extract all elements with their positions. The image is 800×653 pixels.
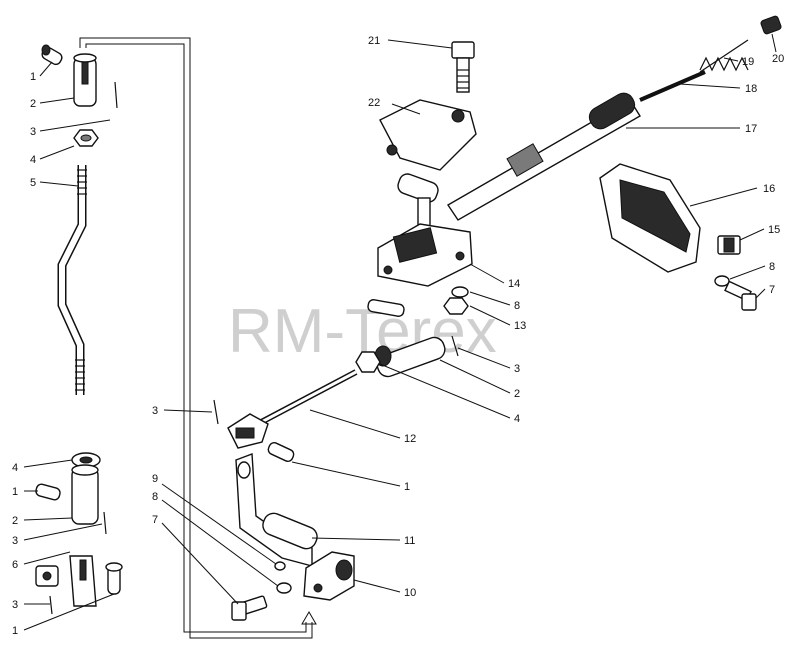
part-1-pin-mid [267,442,295,462]
part-13-nut [443,297,469,315]
callout-19: 19 [742,56,754,68]
leader-lines [23,33,777,631]
part-1-pin-top [41,44,63,66]
part-1-pin-bl2 [105,562,123,595]
callout-1-bl: 1 [12,486,18,498]
part-8-washer-right [714,275,730,287]
callout-12: 12 [404,433,416,445]
callout-1-top: 1 [30,71,36,83]
callout-8-low: 8 [152,491,158,503]
rod-thread-bottom [75,359,85,391]
callout-7-low: 7 [152,514,158,526]
part-3-cotter-left [213,399,219,425]
part-20-cap [760,15,782,35]
callout-2-top: 2 [30,98,36,110]
callout-13: 13 [514,320,526,332]
part-3-cotter-bl2 [49,595,53,615]
callout-1-bl2: 1 [12,625,18,637]
part-7-bolt-low [231,595,268,621]
callout-7-right: 7 [769,284,775,296]
callout-4-top: 4 [30,154,36,166]
callout-1-mid: 1 [404,481,410,493]
part-4-nut-mid [355,351,381,373]
callout-labels: 1 2 3 4 5 21 20 19 22 18 17 16 15 14 8 7… [12,35,784,637]
part-3-cotter-top [114,81,118,109]
part-7-bolt-right [724,280,757,311]
part-18-thread-rod [639,70,706,102]
part-8-washer-low [276,582,292,594]
callout-17: 17 [745,123,757,135]
part-pin-mid [367,299,405,317]
callout-11: 11 [404,535,415,547]
callout-3-mid: 3 [514,363,520,375]
callout-3-bl: 3 [12,535,18,547]
part-3-cotter-bl [103,511,107,535]
part-16-pedal [599,163,701,273]
assembly-route-line [79,37,317,639]
part-9-cotter-low [274,561,286,571]
callout-9: 9 [152,473,158,485]
part-4-nut-top [73,129,99,147]
part-2-clevis-top [73,53,97,107]
part-3-cotter-mid [451,335,459,357]
callout-22: 22 [368,97,380,109]
callout-18: 18 [745,83,757,95]
part-2-clevis-bl [71,464,99,525]
callout-5: 5 [30,177,36,189]
part-22-bracket [379,99,477,171]
callout-3-left: 3 [152,405,158,417]
callout-8-right: 8 [769,261,775,273]
part-block-bl [35,565,59,587]
callout-21: 21 [368,35,380,47]
part-1-pin-bl [35,483,61,501]
callout-2-bl: 2 [12,515,18,527]
callout-4-bl: 4 [12,462,18,474]
part-21-bolt [451,41,475,93]
callout-2-mid: 2 [514,388,520,400]
part-14-housing [377,223,473,287]
part-12-threaded-rod [227,369,358,449]
callout-10: 10 [404,587,416,599]
part-11-lever [235,453,318,567]
part-6-fork-bl [69,555,97,607]
callout-16: 16 [763,183,775,195]
part-19-spring [699,39,749,73]
rod-thread-top [77,169,87,195]
callout-4-mid: 4 [514,413,520,425]
callout-3-bl2: 3 [12,599,18,611]
callout-6: 6 [12,559,18,571]
part-5-bent-rod [57,165,87,395]
part-8-washer-mid [451,286,469,298]
part-15-block [717,235,741,255]
callout-15: 15 [768,224,780,236]
callout-3-top: 3 [30,126,36,138]
callout-8-mid: 8 [514,300,520,312]
callout-14: 14 [508,278,520,290]
part-17-long-rod [447,92,641,221]
callout-20: 20 [772,53,784,65]
part-10-fork [303,551,355,601]
